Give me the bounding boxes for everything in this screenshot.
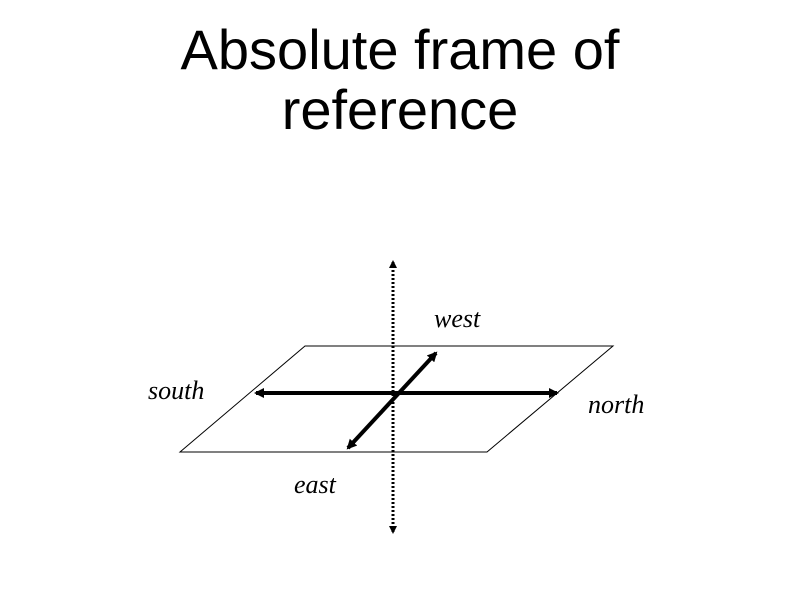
label-south: south [148,376,204,405]
label-east: east [294,470,337,499]
east-west-arrow [346,351,438,450]
ground-plane [178,345,615,453]
label-west: west [434,304,481,333]
slide-title-line-1: Absolute frame of [180,18,620,81]
label-north: north [588,390,644,419]
slide-title: Absolute frame of reference [0,18,800,142]
slide-title-line-2: reference [281,78,519,142]
